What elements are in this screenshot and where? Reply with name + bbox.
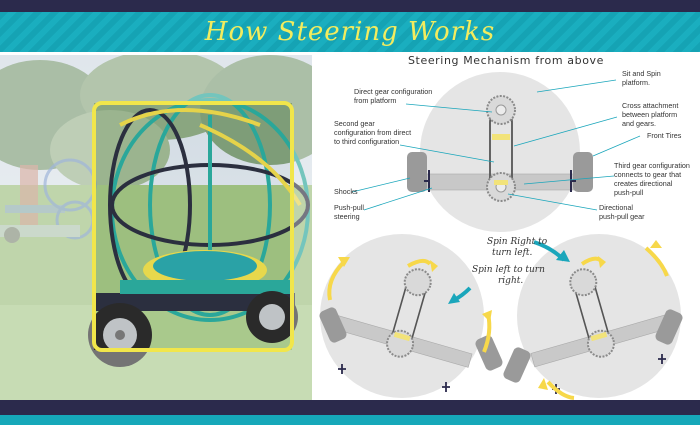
label-shocks: Shocks — [334, 187, 358, 196]
label-spin-left: Spin left to turn right. — [472, 265, 548, 286]
label-directional: Directional push-pull gear — [599, 203, 645, 221]
label-second-gear: Second gear configuration from direct to… — [334, 119, 413, 146]
title-banner — [0, 12, 700, 52]
label-third-gear: Third gear configuration connects to gea… — [614, 161, 692, 197]
steering-diagram: Steering Mechanism from above — [312, 52, 700, 402]
label-spin-right: Spin Right to turn left. — [487, 237, 550, 258]
playground-photo — [0, 55, 312, 400]
label-direct-gear: Direct gear configuration from platform — [354, 87, 434, 105]
label-cross-attach: Cross attachment between platform and ge… — [622, 101, 680, 128]
spin-right-arrowhead — [556, 250, 570, 262]
diagram-heading: Steering Mechanism from above — [408, 54, 604, 67]
footer-bar — [0, 400, 700, 425]
label-front-tires: Front Tires — [647, 131, 682, 140]
top-mechanism — [407, 72, 593, 232]
page-title: How Steering Works — [204, 17, 496, 47]
label-push-pull: Push-pull steering — [334, 203, 366, 221]
top-bar — [0, 0, 700, 12]
label-sit-spin: Sit and Spin platform. — [622, 69, 663, 87]
bottom-left-mechanism — [319, 234, 503, 398]
highlight-frame — [92, 101, 294, 352]
bottom-right-mechanism — [503, 234, 683, 400]
spin-left-arrowhead — [448, 293, 460, 304]
footer-stripe — [0, 415, 700, 425]
